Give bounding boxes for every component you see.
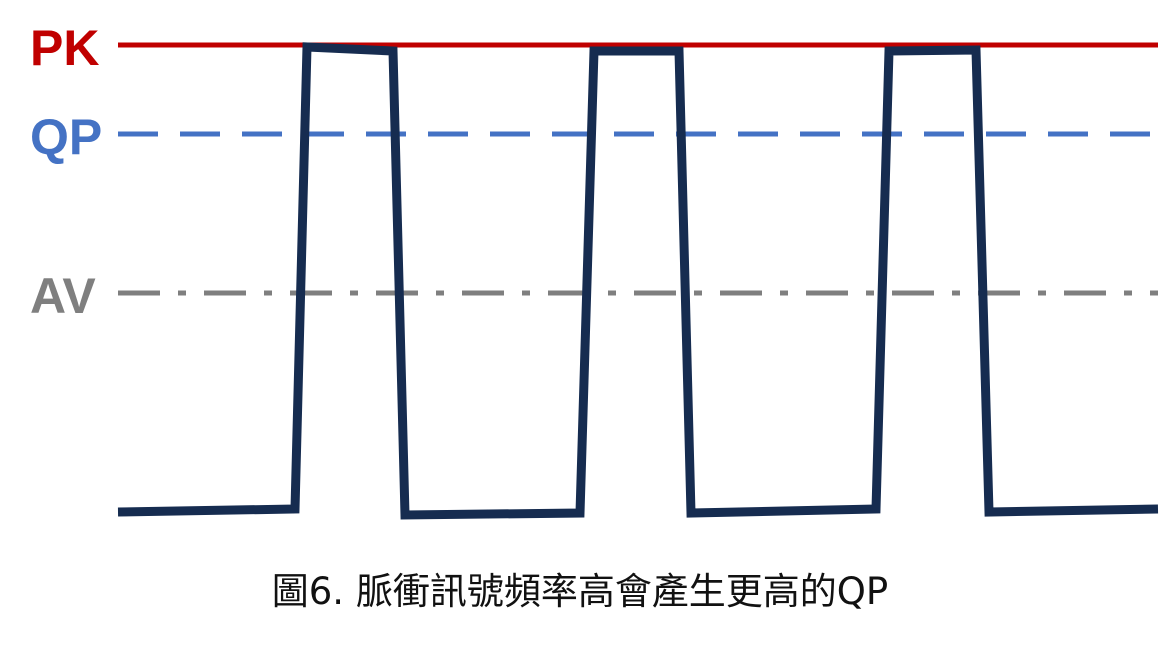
pulse-signal-waveform [117,42,1159,520]
figure-caption: 圖6. 脈衝訊號頻率高會產生更高的QP [271,570,889,613]
av-label: AV [30,268,96,324]
pk-label: PK [30,20,99,76]
qp-label: QP [30,109,102,165]
